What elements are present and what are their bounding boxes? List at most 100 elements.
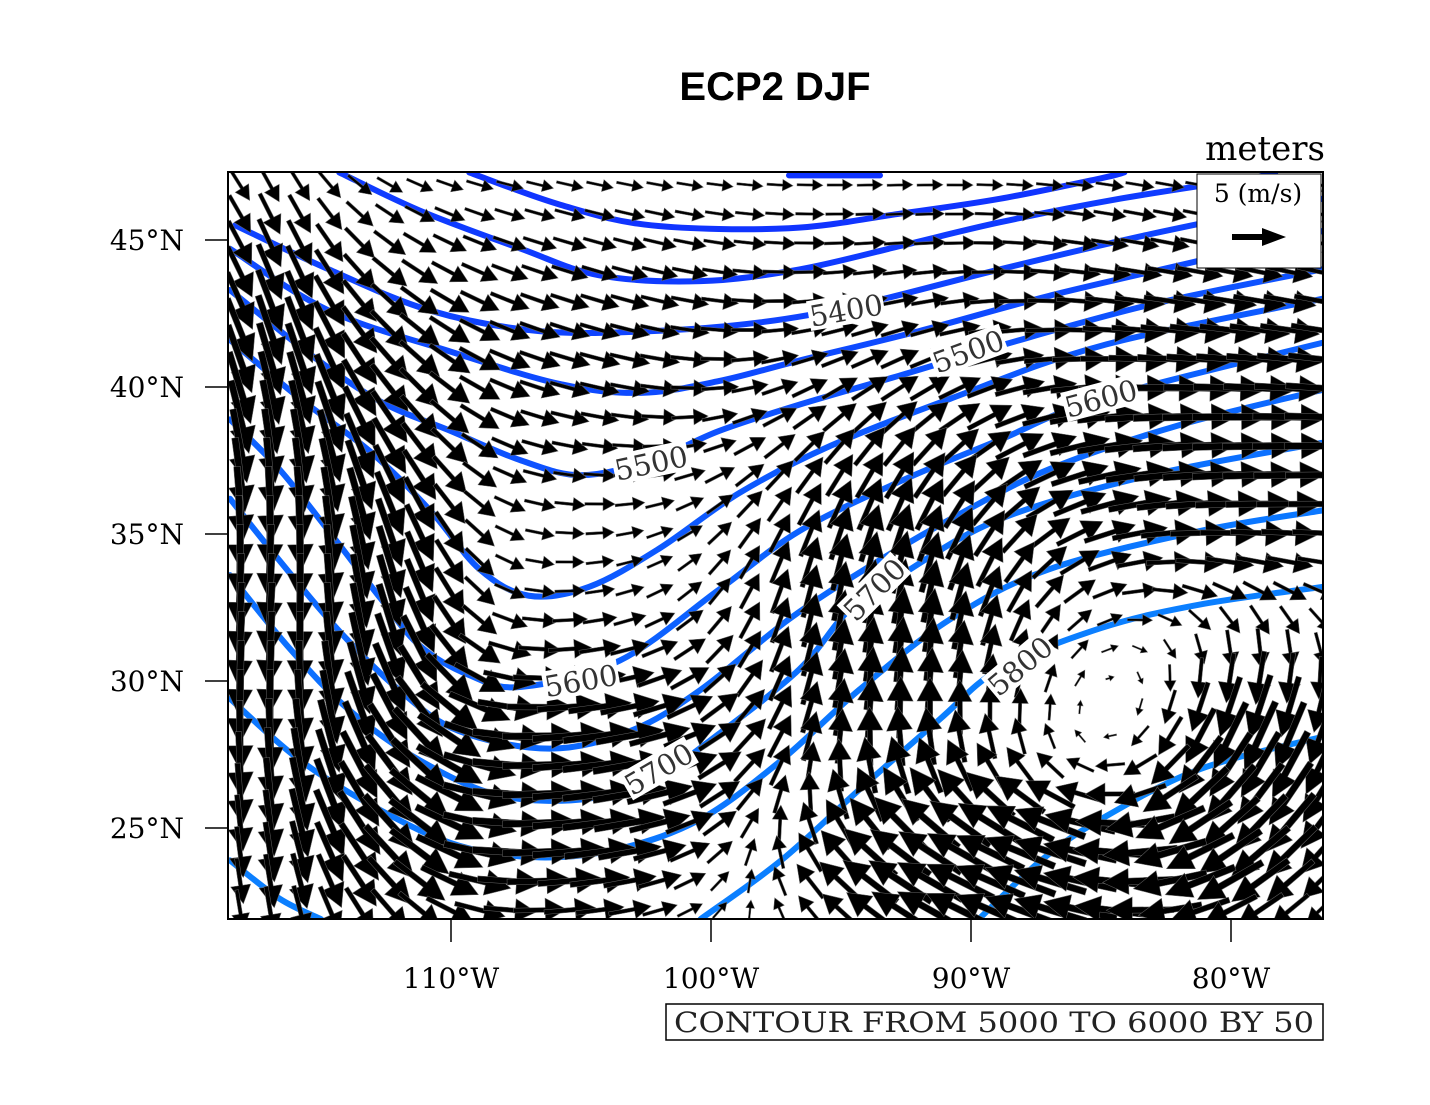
wind-arrow — [1278, 605, 1300, 635]
wind-arrow — [644, 207, 676, 222]
wind-arrow — [793, 235, 827, 251]
wind-arrow — [939, 428, 980, 466]
wind-arrow — [462, 234, 498, 252]
wind-arrow — [584, 583, 616, 598]
wind-arrow — [425, 895, 474, 919]
wind-arrow — [1168, 798, 1234, 845]
wind-arrow — [1297, 552, 1323, 573]
units-label: meters — [1205, 129, 1325, 169]
wind-arrow — [760, 349, 800, 367]
wind-arrow — [1196, 859, 1265, 900]
wind-arrow — [640, 293, 680, 311]
wind-arrow — [554, 207, 586, 222]
wind-arrow — [972, 509, 1005, 558]
wind-arrow — [855, 207, 885, 221]
wind-arrow — [852, 263, 888, 280]
wind-arrow — [315, 853, 345, 908]
wind-arrow — [317, 172, 342, 199]
wind-arrow — [1306, 895, 1323, 919]
wind-arrow — [551, 264, 589, 282]
wind-arrow — [673, 638, 707, 662]
wind-arrow — [543, 897, 597, 919]
wind-arrow — [1043, 663, 1058, 693]
wind-arrow — [1102, 732, 1117, 740]
wind-arrow — [986, 805, 1056, 844]
wind-arrow — [734, 207, 766, 222]
wind-arrow — [346, 173, 373, 196]
wind-arrow — [913, 235, 947, 251]
wind-arrow — [738, 545, 761, 580]
wind-arrow — [1140, 519, 1200, 546]
wind-arrow — [431, 594, 467, 645]
wind-arrow — [773, 897, 787, 919]
wind-arrow — [662, 779, 718, 807]
wind-arrow — [1198, 827, 1264, 874]
wind-arrow — [341, 699, 377, 771]
wind-arrow — [1035, 178, 1065, 192]
wind-arrow — [609, 321, 651, 341]
wind-arrow — [286, 219, 313, 267]
wind-arrow — [735, 777, 764, 812]
wind-arrow — [494, 553, 525, 570]
wind-arrow — [700, 292, 740, 311]
wind-arrow — [1201, 795, 1261, 849]
wind-arrow — [612, 236, 648, 252]
wind-arrow — [966, 404, 1013, 432]
wind-arrow — [912, 452, 946, 500]
wind-arrow — [910, 426, 948, 467]
wind-arrow — [372, 229, 407, 256]
wind-arrow — [1244, 673, 1274, 740]
wind-arrow — [637, 869, 683, 890]
wind-arrow — [882, 263, 918, 280]
wind-arrow — [488, 348, 531, 370]
wind-arrow — [584, 496, 616, 512]
legend-box — [1196, 173, 1322, 269]
wind-arrow — [883, 451, 915, 500]
wind-arrow — [519, 292, 560, 312]
wind-arrow — [736, 490, 763, 519]
wind-arrow — [1287, 346, 1323, 374]
wind-arrow — [676, 525, 704, 542]
wind-arrow — [706, 840, 733, 865]
wind-arrow — [609, 350, 651, 370]
wind-arrow — [524, 584, 556, 599]
wind-arrow — [642, 236, 678, 252]
wind-arrow — [287, 193, 311, 234]
wind-arrow — [675, 496, 705, 512]
wind-arrow — [955, 864, 1027, 900]
wind-arrow — [1283, 432, 1323, 460]
wind-arrow — [316, 196, 343, 231]
wind-arrow — [676, 179, 704, 192]
wind-arrow — [697, 751, 742, 781]
wind-arrow — [707, 577, 732, 606]
wind-arrow — [671, 264, 709, 281]
wind-arrow — [582, 236, 618, 252]
wind-arrow — [766, 714, 792, 759]
wind-arrow — [1010, 717, 1028, 755]
wind-arrow — [491, 611, 528, 630]
wind-arrow — [707, 549, 732, 576]
wind-arrow — [374, 202, 405, 224]
wind-arrow — [1285, 461, 1323, 489]
wind-arrow — [821, 402, 857, 433]
wind-arrow — [731, 292, 769, 310]
wind-arrow — [493, 495, 526, 513]
wind-arrow — [966, 376, 1013, 399]
wind-arrow — [675, 609, 704, 632]
wind-arrow — [616, 179, 644, 192]
wind-arrow — [703, 235, 737, 252]
wind-arrow — [1000, 513, 1038, 554]
wind-arrow — [459, 403, 500, 429]
wind-arrow — [1136, 671, 1144, 685]
wind-arrow — [702, 437, 737, 454]
wind-arrow — [463, 489, 496, 517]
wind-arrow — [646, 554, 674, 570]
wind-arrow — [955, 835, 1026, 872]
wind-arrow — [706, 521, 733, 546]
wind-arrow — [611, 264, 649, 282]
wind-arrow — [676, 902, 703, 918]
wind-arrow — [494, 207, 526, 222]
wind-arrow — [517, 639, 563, 660]
wind-arrow — [313, 757, 347, 830]
